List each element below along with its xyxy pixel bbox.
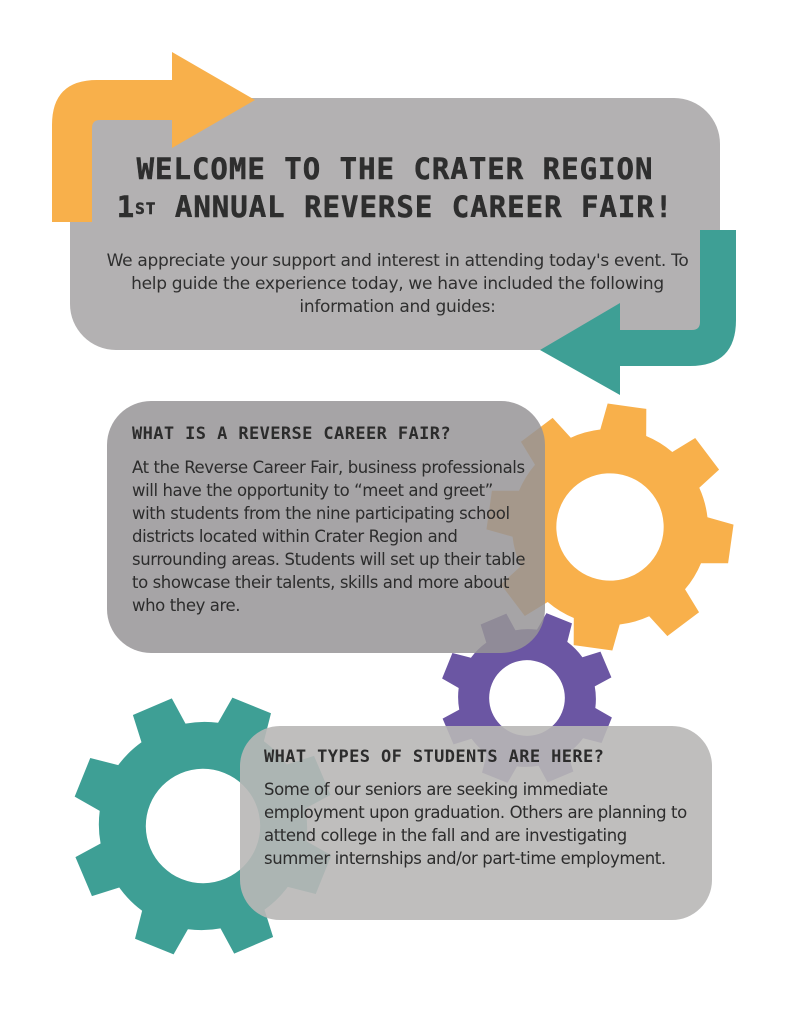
title-ordinal-suffix: st bbox=[135, 199, 157, 219]
title-ordinal-number: 1 bbox=[116, 190, 136, 225]
section-students-body: Some of our seniors are seeking immediat… bbox=[264, 780, 687, 868]
intro-text: We appreciate your support and interest … bbox=[106, 251, 689, 317]
section-what-is-title: What is a Reverse Career Fair? bbox=[132, 424, 452, 444]
orange-right-arrow-icon bbox=[52, 52, 255, 222]
teal-left-arrow-icon bbox=[540, 230, 736, 395]
section-students-panel bbox=[240, 726, 712, 920]
section-students-title: What types of students are here? bbox=[264, 747, 605, 767]
title-line-2: 1st Annual Reverse Career Fair! bbox=[70, 188, 720, 226]
title-line-1: Welcome to the Crater Region bbox=[136, 152, 654, 187]
section-what-is-panel bbox=[107, 401, 545, 653]
title-line-2-text: Annual Reverse Career Fair! bbox=[156, 190, 674, 225]
section-what-is-body: At the Reverse Career Fair, business pro… bbox=[132, 458, 526, 615]
arrows-layer bbox=[52, 52, 736, 395]
page-title: Welcome to the Crater Region 1st Annual … bbox=[70, 150, 720, 226]
